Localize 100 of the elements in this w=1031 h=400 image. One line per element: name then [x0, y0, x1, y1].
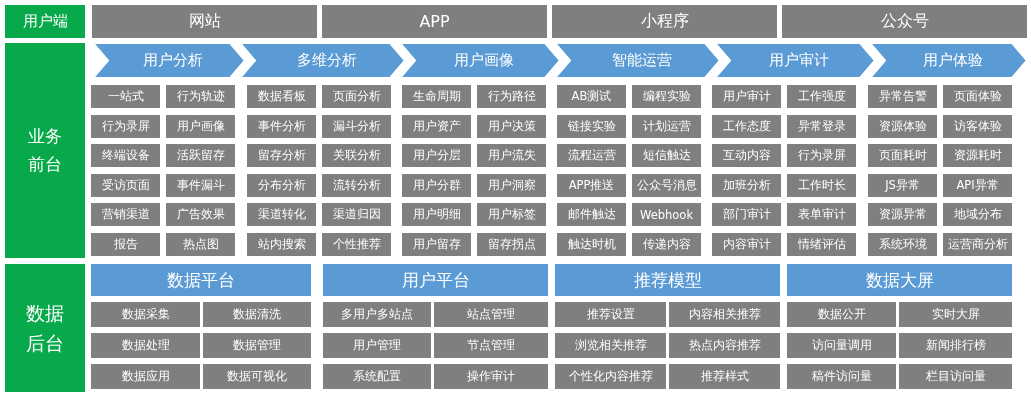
feature-box: 数据可视化 [203, 364, 311, 389]
module-header: 用户平台 [323, 264, 548, 296]
feature-box: 实时大屏 [899, 302, 1012, 327]
feature-box: 用户资产 [402, 114, 471, 138]
feature-box: 个性化内容推荐 [555, 364, 666, 389]
feature-box: 传递内容 [632, 233, 701, 256]
feature-box: 推荐样式 [669, 364, 780, 389]
feature-box: 计划运营 [632, 114, 701, 138]
feature-box: 公众号消息 [632, 173, 701, 197]
feature-box: 新闻排行榜 [899, 333, 1012, 358]
feature-box: 用户管理 [323, 333, 431, 358]
feature-box: 数据采集 [91, 302, 200, 327]
feature-box: 部门审计 [712, 203, 781, 227]
section-label: 用户端 [5, 5, 85, 38]
feature-box: 数据应用 [91, 364, 200, 389]
feature-box: 邮件触达 [557, 203, 626, 227]
feature-box: 活跃留存 [166, 144, 235, 168]
feature-box: 加班分析 [712, 173, 781, 197]
module-header: 推荐模型 [555, 264, 780, 296]
feature-box: 营销渠道 [91, 203, 160, 227]
chevron-step: 用户体验 [870, 43, 1027, 78]
feature-box: 异常登录 [787, 114, 856, 138]
feature-box: 个性推荐 [322, 233, 391, 256]
feature-box: 用户明细 [402, 203, 471, 227]
feature-box: 工作时长 [787, 173, 856, 197]
feature-box: 页面分析 [322, 85, 391, 108]
feature-box: 用户流失 [477, 144, 546, 168]
feature-box: APP推送 [557, 173, 626, 197]
feature-box: 内容审计 [712, 233, 781, 256]
feature-box: JS异常 [868, 173, 937, 197]
feature-box: 数据看板 [247, 85, 316, 108]
channel-box: 公众号 [782, 5, 1027, 38]
feature-box: 工作态度 [712, 114, 781, 138]
feature-box: 流转分析 [322, 173, 391, 197]
feature-box: 系统环境 [868, 233, 937, 256]
feature-box: 漏斗分析 [322, 114, 391, 138]
feature-box: 推荐设置 [555, 302, 666, 327]
feature-box: 分布分析 [247, 173, 316, 197]
feature-box: 渠道转化 [247, 203, 316, 227]
feature-box: 内容相关推荐 [669, 302, 780, 327]
feature-box: 留存分析 [247, 144, 316, 168]
module-header: 数据平台 [91, 264, 311, 296]
feature-box: 数据处理 [91, 333, 200, 358]
feature-box: 行为轨迹 [166, 85, 235, 108]
feature-box: 事件漏斗 [166, 173, 235, 197]
feature-box: 多用户多站点 [323, 302, 431, 327]
feature-box: 互动内容 [712, 144, 781, 168]
feature-box: 操作审计 [434, 364, 548, 389]
feature-box: 渠道归因 [322, 203, 391, 227]
feature-box: 资源异常 [868, 203, 937, 227]
feature-box: API异常 [943, 173, 1012, 197]
feature-box: 短信触达 [632, 144, 701, 168]
feature-box: 关联分析 [322, 144, 391, 168]
feature-box: 数据管理 [203, 333, 311, 358]
feature-box: 一站式 [91, 85, 160, 108]
feature-box: 表单审计 [787, 203, 856, 227]
feature-box: 编程实验 [632, 85, 701, 108]
channel-box: 小程序 [552, 5, 777, 38]
feature-box: 稿件访问量 [787, 364, 896, 389]
chevron-step: 用户画像 [400, 43, 560, 78]
feature-box: 资源体验 [868, 114, 937, 138]
feature-box: 广告效果 [166, 203, 235, 227]
feature-box: 节点管理 [434, 333, 548, 358]
feature-box: 地域分布 [943, 203, 1012, 227]
feature-box: 受访页面 [91, 173, 160, 197]
feature-box: 用户决策 [477, 114, 546, 138]
feature-box: 工作强度 [787, 85, 856, 108]
feature-box: 系统配置 [323, 364, 431, 389]
feature-box: 数据公开 [787, 302, 896, 327]
feature-box: Webhook [632, 203, 701, 227]
feature-box: 站内搜索 [247, 233, 316, 256]
feature-box: 资源耗时 [943, 144, 1012, 168]
feature-box: 用户留存 [402, 233, 471, 256]
feature-box: 用户分群 [402, 173, 471, 197]
feature-box: 事件分析 [247, 114, 316, 138]
feature-box: 栏目访问量 [899, 364, 1012, 389]
feature-box: 用户分层 [402, 144, 471, 168]
feature-box: 留存拐点 [477, 233, 546, 256]
feature-box: 访问量调用 [787, 333, 896, 358]
feature-box: 行为录屏 [91, 114, 160, 138]
feature-box: 生命周期 [402, 85, 471, 108]
feature-box: 链接实验 [557, 114, 626, 138]
feature-box: 用户审计 [712, 85, 781, 108]
chevron-step: 用户分析 [93, 43, 245, 78]
feature-box: 站点管理 [434, 302, 548, 327]
feature-box: 异常告警 [868, 85, 937, 108]
chevron-step: 用户审计 [715, 43, 875, 78]
feature-box: 运营商分析 [943, 233, 1012, 256]
section-label: 数据后台 [5, 264, 85, 392]
feature-box: 触达时机 [557, 233, 626, 256]
module-header: 数据大屏 [787, 264, 1012, 296]
feature-box: 数据清洗 [203, 302, 311, 327]
section-label: 业务前台 [5, 43, 85, 258]
feature-box: 用户画像 [166, 114, 235, 138]
feature-box: 行为路径 [477, 85, 546, 108]
feature-box: 浏览相关推荐 [555, 333, 666, 358]
chevron-step: 多维分析 [240, 43, 405, 78]
feature-box: 情绪评估 [787, 233, 856, 256]
chevron-step: 智能运营 [555, 43, 720, 78]
feature-box: 页面耗时 [868, 144, 937, 168]
